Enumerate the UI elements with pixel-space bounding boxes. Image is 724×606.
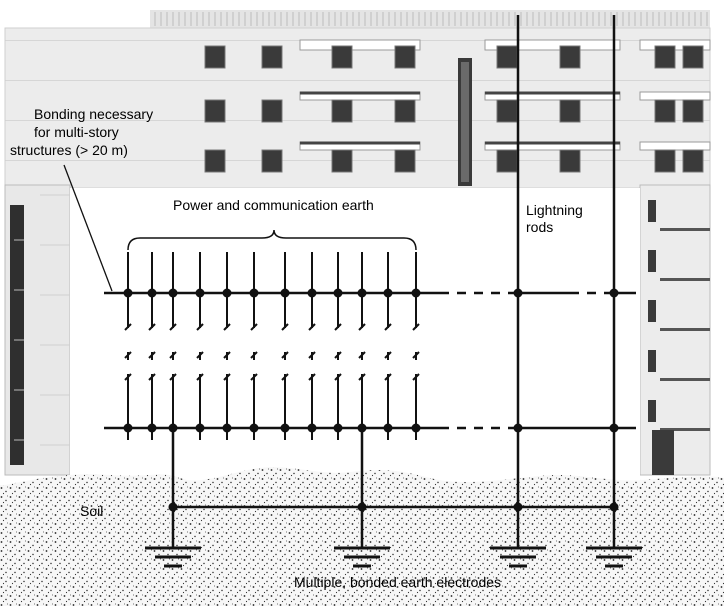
ground-symbol-icon [145,546,201,568]
ground-symbol-icon [586,546,642,568]
ground-symbol-icon [334,546,390,568]
power-comm-earth-label: Power and communication earth [173,197,374,213]
soil-label: Soil [80,503,104,519]
ground-symbol-icon [490,546,546,568]
earth-electrodes-label: Multiple, bonded earth electrodes [294,574,502,590]
bonding-note-line2: for multi-story [34,124,119,140]
bonding-note-line3: structures (> 20 m) [10,142,128,158]
lightning-rods-label-line2: rods [526,219,554,235]
bonding-note-line1: Bonding necessary [34,106,154,122]
lightning-rods-label-line1: Lightning [526,202,583,218]
diagram-panel [70,188,640,488]
ground-symbols [145,546,642,568]
junction-dots [123,288,619,512]
